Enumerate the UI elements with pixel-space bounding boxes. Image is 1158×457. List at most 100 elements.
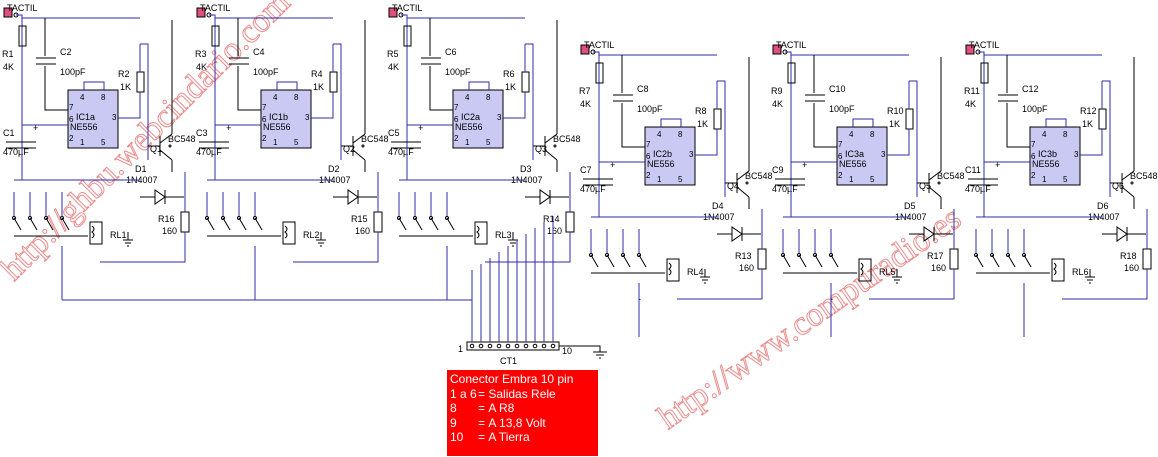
resistor-top-label: R7: [579, 86, 591, 96]
wire: [783, 216, 909, 337]
wire: [583, 178, 613, 186]
note-value: A 13,8 Volt: [488, 415, 546, 430]
diode-label: D2: [328, 164, 340, 174]
relay-coil: [1051, 258, 1065, 282]
transistor-dot: [745, 181, 749, 185]
connector-pin: [496, 343, 502, 349]
diode-type: 1N4007: [895, 212, 927, 222]
wire: [421, 18, 453, 111]
resistor-coil-value: 160: [162, 226, 177, 236]
transistor-dot: [1130, 181, 1134, 185]
transistor-type: BC548: [361, 134, 389, 144]
cap-small-value: 100pF: [60, 67, 86, 77]
diode: [717, 226, 761, 242]
ic-pin-8: 8: [101, 93, 106, 102]
diode: [333, 189, 377, 205]
touch-pad: [196, 7, 206, 18]
connector-pin: [469, 343, 475, 349]
switch-blade: [29, 217, 38, 231]
ic-pin-3: 3: [497, 113, 502, 122]
wire: [6, 141, 36, 149]
switch-contact: [1006, 253, 1010, 257]
ic-pin-7: 7: [69, 103, 74, 112]
transistor-type: BC548: [1130, 171, 1158, 181]
switch-blade: [254, 217, 263, 231]
ic-name: IC1a: [76, 112, 95, 122]
switch-blade: [622, 254, 631, 268]
resistor-coil-label: R13: [735, 251, 752, 261]
resistor-top: [787, 62, 796, 84]
cap-big-plus: +: [802, 160, 807, 170]
switch-contact: [44, 216, 48, 220]
switch-blade: [45, 217, 54, 231]
cap-small-value: 100pF: [1022, 104, 1048, 114]
ic-pin-7: 7: [838, 140, 843, 149]
relay-label: RL3: [495, 230, 512, 240]
relay-label: RL5: [879, 267, 896, 277]
transistor: [341, 20, 366, 172]
wire: [1062, 209, 1148, 300]
switch-blade: [1007, 254, 1016, 268]
switch-contact: [413, 216, 417, 220]
ground-symbol: [700, 269, 710, 284]
relay-label: RL4: [687, 267, 704, 277]
cap-small-value: 100pF: [445, 67, 471, 77]
transistor-dot: [168, 144, 172, 148]
resistor-coil: [373, 211, 383, 233]
ic-type: NE556: [839, 159, 867, 169]
switch-contact: [990, 253, 994, 257]
switch-blade: [222, 217, 231, 231]
wire: [485, 172, 571, 263]
note-key: 8: [450, 401, 457, 416]
switch-contact: [221, 216, 225, 220]
connector-pin: [514, 343, 520, 349]
cap-big-label: C7: [580, 165, 592, 175]
transistor-type: BC548: [168, 134, 196, 144]
resistor-top: [595, 62, 604, 84]
diode-label: D3: [520, 164, 532, 174]
resistor-mid-label: R2: [118, 69, 130, 79]
connector-pin: [532, 343, 538, 349]
switch-blade: [606, 254, 615, 268]
resistor-top-value: 4K: [3, 62, 14, 72]
diode-type: 1N4007: [703, 212, 735, 222]
transistor-dot: [553, 144, 557, 148]
cap-big-value: 470µF: [196, 147, 222, 157]
note-value: Salidas Rele: [488, 386, 556, 401]
note-sep: =: [478, 415, 489, 430]
wire: [695, 81, 718, 156]
resistor-top-label: R5: [387, 49, 399, 59]
transistor: [533, 20, 558, 172]
cap-big-plus: +: [418, 123, 423, 133]
ic-pin-3: 3: [689, 150, 694, 159]
wire: [199, 141, 229, 149]
wire: [333, 43, 342, 160]
resistor-mid-value: 1K: [889, 119, 900, 129]
switch-blade: [13, 217, 22, 231]
diode-label: D5: [904, 201, 916, 211]
ic-pin-7: 7: [1031, 140, 1036, 149]
wire: [677, 209, 763, 300]
note-sep: =: [478, 430, 489, 445]
touch-pad: [388, 7, 398, 18]
ic-body: [452, 89, 504, 149]
resistor-mid: [329, 71, 338, 93]
ic-pin-1: 1: [657, 175, 662, 184]
resistor-top: [403, 25, 412, 47]
ic-pin-6: 6: [262, 115, 267, 124]
connector-pin: [487, 343, 493, 349]
cap-big-value: 470µF: [388, 147, 414, 157]
ground-symbol: [508, 232, 518, 247]
ic-type: NE556: [70, 122, 98, 132]
transistor-type: BC548: [745, 171, 773, 181]
transistor-label: Q1: [150, 144, 162, 154]
cap-big-plus: +: [33, 123, 38, 133]
resistor-mid: [1098, 108, 1107, 130]
resistor-mid-label: R8: [695, 106, 707, 116]
wire: [207, 179, 333, 300]
note-value: A R8: [488, 401, 515, 416]
diode-type: 1N4007: [511, 175, 543, 185]
